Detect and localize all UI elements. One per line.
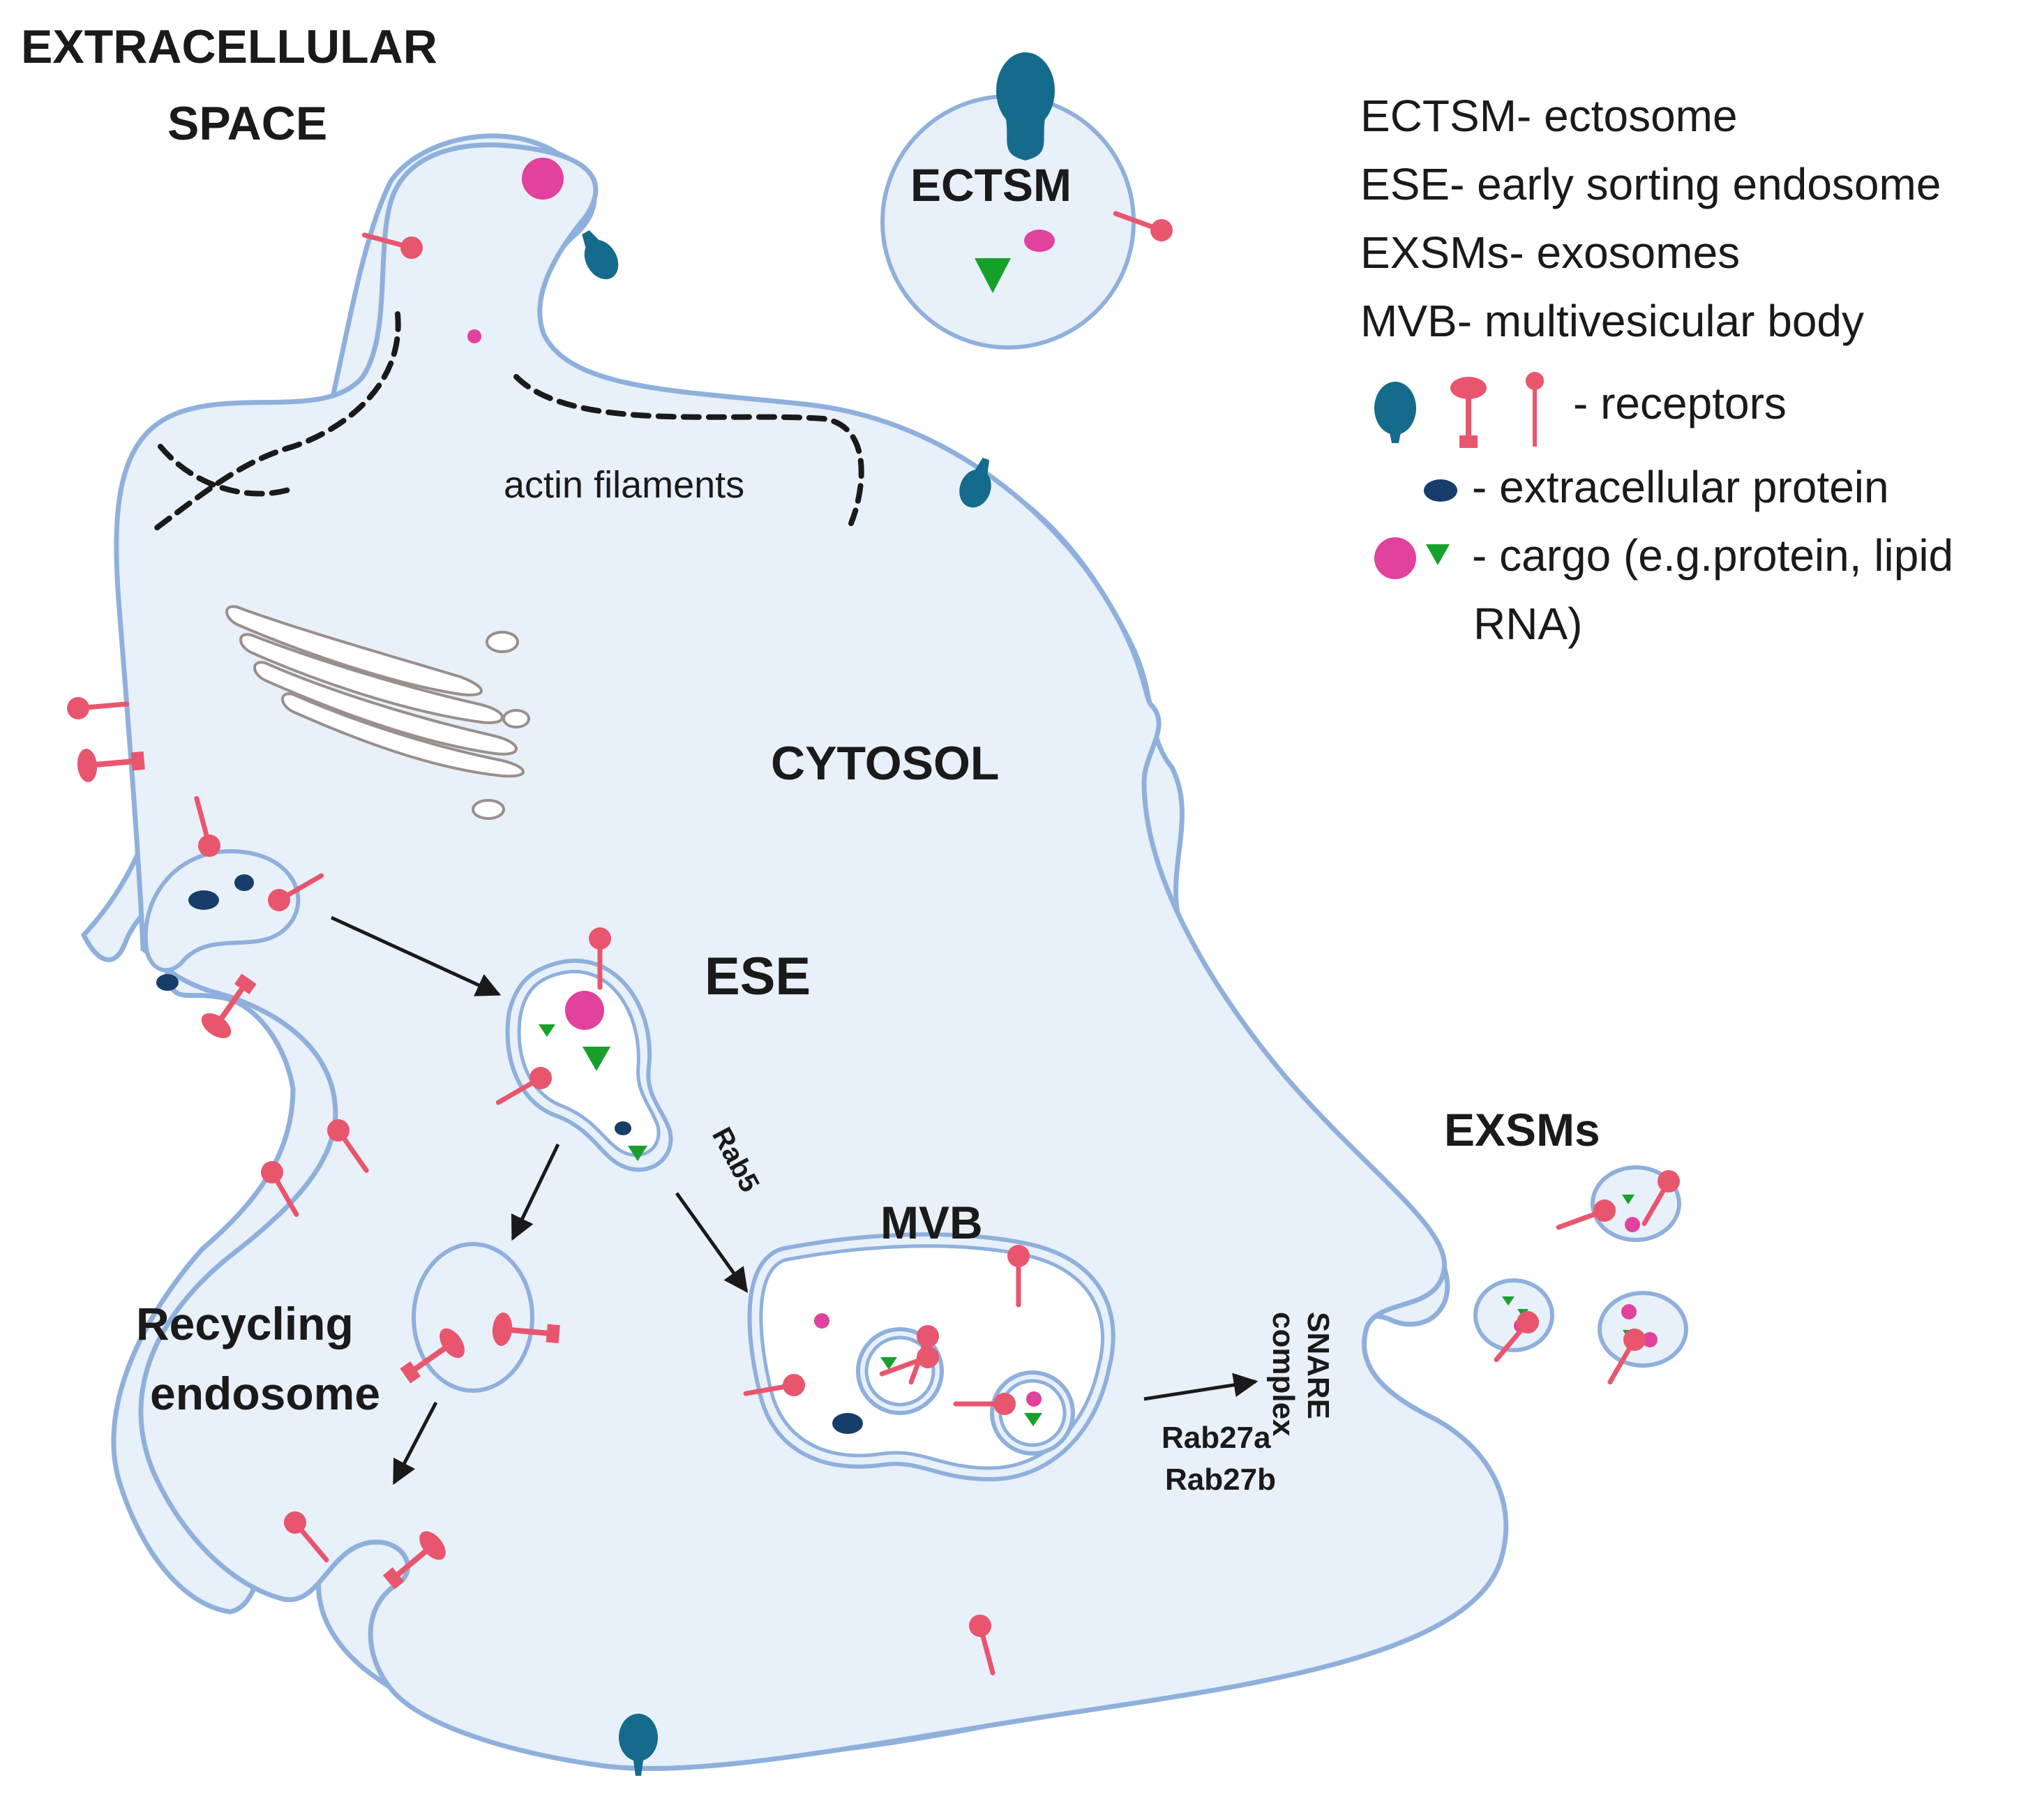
cargo-protein xyxy=(1625,1217,1640,1232)
cargo-protein xyxy=(1642,1332,1658,1347)
cargo-triangle xyxy=(628,1146,647,1161)
receptor-teal xyxy=(996,52,1055,160)
arrow-recycling-to-membrane xyxy=(392,1401,438,1486)
cargo-protein xyxy=(1026,1391,1042,1407)
label-snare-line2: complex xyxy=(1266,1312,1300,1437)
legend-receptor-ball-icon xyxy=(1526,372,1544,447)
cargo-protein xyxy=(565,991,604,1030)
arrow-ese-to-mvb xyxy=(675,1192,749,1293)
label-extracellular-line2: SPACE xyxy=(167,97,327,150)
cargo-protein xyxy=(1621,1304,1637,1319)
label-exsms: EXSMs xyxy=(1444,1104,1600,1155)
cargo-triangle xyxy=(880,1357,897,1370)
legend-extracellular-protein-icon xyxy=(1424,479,1457,502)
legend-cargo-label-line1: - cargo (e.g.protein, lipid xyxy=(1472,530,1953,581)
legend-item-exsms: EXSMs- exosomes xyxy=(1360,227,1740,278)
cargo-triangle xyxy=(1622,1195,1635,1204)
arrow-pit-to-ese xyxy=(330,915,502,996)
legend-item-ectsm: ECTSM- ectosome xyxy=(1360,91,1738,141)
extracellular-protein xyxy=(832,1413,863,1434)
legend-extracellular-protein-label: - extracellular protein xyxy=(1472,462,1889,512)
cargo-protein xyxy=(1024,230,1055,252)
legend-cargo-label-line2: RNA) xyxy=(1473,599,1582,649)
legend-item-ese: ESE- early sorting endosome xyxy=(1360,159,1941,209)
label-actin: actin filaments xyxy=(504,464,744,506)
cargo-protein xyxy=(522,158,564,200)
arrow-mvb-to-membrane xyxy=(1143,1373,1258,1401)
cargo-protein xyxy=(814,1313,829,1329)
exosome xyxy=(1598,1291,1688,1368)
actin-filament xyxy=(151,311,401,533)
early-sorting-endosome xyxy=(505,958,673,1172)
exosome xyxy=(1591,1165,1681,1242)
legend-receptor-teal-icon xyxy=(1374,382,1416,443)
extracellular-protein xyxy=(234,874,254,891)
extracellular-protein xyxy=(188,890,219,910)
extracellular-protein xyxy=(156,974,179,991)
label-mvb: MVB xyxy=(880,1197,983,1248)
receptor-ball xyxy=(66,693,128,720)
label-cytosol: CYTOSOL xyxy=(771,737,999,790)
legend-receptor-t-icon xyxy=(1450,377,1487,448)
endocytic-pit xyxy=(143,848,301,973)
extracellular-protein xyxy=(615,1121,631,1135)
legend: ECTSM- ectosome ESE- early sorting endos… xyxy=(1360,91,1953,649)
arrow-ese-to-recycling xyxy=(511,1143,560,1241)
cargo-triangle xyxy=(583,1047,610,1071)
label-recycling-line2: endosome xyxy=(150,1368,380,1419)
cargo-triangle xyxy=(1024,1413,1042,1426)
label-ectsm: ECTSM xyxy=(910,159,1072,211)
receptor-teal xyxy=(619,1714,658,1776)
label-recycling-line1: Recycling xyxy=(136,1298,354,1349)
legend-cargo-circle-icon xyxy=(1374,537,1416,579)
exosome xyxy=(1473,1278,1554,1352)
recycling-endosome xyxy=(412,1242,534,1393)
label-snare-line1: SNARE xyxy=(1301,1312,1335,1419)
legend-item-mvb: MVB- multivesicular body xyxy=(1360,296,1864,346)
golgi-apparatus xyxy=(225,605,530,820)
cargo-protein xyxy=(467,329,481,343)
cytoplasm xyxy=(114,142,1509,1772)
legend-cargo-triangle-icon xyxy=(1426,544,1450,565)
receptor-teal xyxy=(582,230,619,280)
label-rab27b: Rab27b xyxy=(1165,1463,1276,1497)
actin-filament xyxy=(513,374,864,526)
cargo-triangle xyxy=(539,1024,555,1037)
label-ese: ESE xyxy=(705,947,811,1006)
actin-filament xyxy=(158,444,296,497)
cargo-triangle xyxy=(975,258,1011,293)
cargo-triangle xyxy=(1502,1296,1515,1306)
receptor-teal xyxy=(959,458,991,508)
label-rab27a: Rab27a xyxy=(1162,1421,1271,1455)
legend-receptors-label: - receptors xyxy=(1573,378,1787,428)
label-extracellular-line1: EXTRACELLULAR xyxy=(21,20,437,73)
